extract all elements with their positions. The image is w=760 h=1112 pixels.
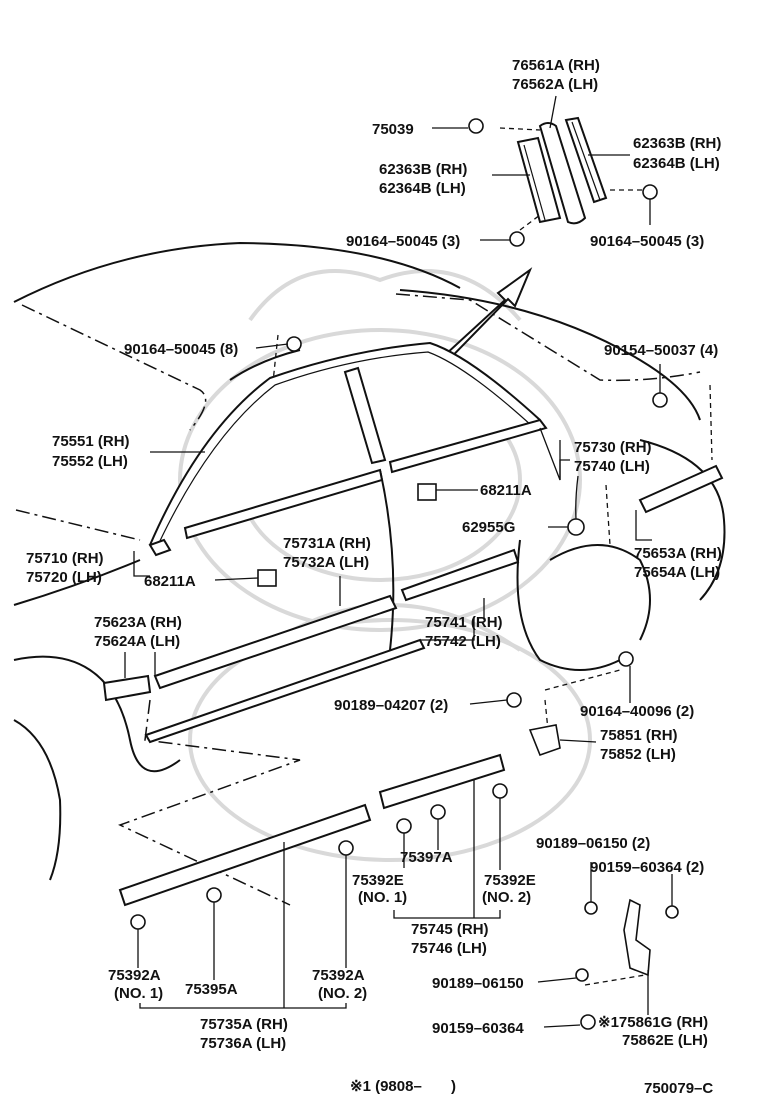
pillar-garnish-group — [468, 116, 658, 247]
label-75851: 75851 (RH) — [600, 727, 678, 744]
label-75392E-no1: (NO. 1) — [358, 889, 407, 906]
label-75392A-no1: (NO. 1) — [114, 985, 163, 1002]
label-75731A: 75731A (RH) — [283, 535, 371, 552]
part-labels: 76561A (RH) 76562A (LH) 75039 62363B (RH… — [26, 57, 722, 1052]
rear-door-moulding — [400, 548, 520, 602]
label-90154-50037: 90154–50037 (4) — [604, 342, 718, 359]
front-door-moulding — [153, 594, 398, 690]
label-68211A-lower: 68211A — [144, 573, 196, 590]
a-pillar — [229, 349, 301, 381]
bracket-75851 — [528, 724, 561, 757]
label-75861G: ※175861G (RH) — [598, 1014, 708, 1031]
window-frame-mouldings — [148, 341, 724, 557]
label-75742: 75742 (LH) — [425, 633, 501, 650]
label-90164-50045-left: 90164–50045 (3) — [346, 233, 460, 250]
label-75551: 75551 (RH) — [52, 433, 130, 450]
rear-wheel — [549, 544, 651, 641]
label-90164-50045-right: 90164–50045 (3) — [590, 233, 704, 250]
clip-75039 — [468, 118, 484, 134]
front-belt-moulding — [183, 468, 384, 540]
body-side-mouldings — [102, 548, 520, 907]
label-90189-06150-2: 90189–06150 (2) — [536, 835, 650, 852]
roof-drip-moulding — [149, 341, 541, 546]
front-wheel-arch — [13, 655, 181, 773]
label-62363B-right: 62363B (RH) — [633, 135, 721, 152]
vehicle-body-outline — [13, 241, 726, 881]
label-75653A: 75653A (RH) — [634, 545, 722, 562]
door-split-line — [379, 469, 395, 651]
label-75392E-2: 75392E — [484, 872, 536, 889]
rear-belt-moulding — [388, 418, 548, 474]
front-wheel — [13, 719, 62, 881]
label-90189-06150: 90189–06150 — [432, 975, 524, 992]
rocker-moulding-front — [118, 803, 372, 907]
label-75392A-no2: (NO. 2) — [318, 985, 367, 1002]
label-62364B-right: 62364B (LH) — [633, 155, 720, 172]
label-90159-60364-2: 90159–60364 (2) — [590, 859, 704, 876]
label-75862E: 75862E (LH) — [622, 1032, 708, 1049]
label-90159-60364: 90159–60364 — [432, 1020, 524, 1037]
rocker-moulding-rear — [378, 753, 506, 810]
rear-wheel-arch — [516, 539, 621, 671]
rear-quarter-line — [639, 439, 726, 601]
label-75852: 75852 (LH) — [600, 746, 676, 763]
label-75623A: 75623A (RH) — [94, 614, 182, 631]
label-75392E-no2: (NO. 2) — [482, 889, 531, 906]
quarter-moulding — [638, 464, 724, 514]
label-75039: 75039 — [372, 121, 414, 138]
bracket-75861G — [623, 898, 651, 977]
rear-deck-line — [399, 289, 701, 421]
label-90189-04207: 90189–04207 (2) — [334, 697, 448, 714]
footer-note: ※1 (9808– ) — [350, 1078, 456, 1095]
label-90164-50045-8: 90164–50045 (8) — [124, 341, 238, 358]
label-62363B-left: 62363B (RH) — [379, 161, 467, 178]
screw-upper-left — [509, 231, 525, 247]
rocker-panel-strip — [144, 638, 426, 744]
footer: ※1 (9808– ) 750079–C — [350, 1078, 713, 1097]
screw-upper-right — [642, 184, 658, 200]
fender-line — [13, 559, 141, 606]
label-75741: 75741 (RH) — [425, 614, 503, 631]
label-75730: 75730 (RH) — [574, 439, 652, 456]
label-75397A: 75397A — [400, 849, 453, 866]
label-75736A: 75736A (LH) — [200, 1035, 286, 1052]
label-75735A: 75735A (RH) — [200, 1016, 288, 1033]
label-75624A: 75624A (LH) — [94, 633, 180, 650]
label-75392A-2: 75392A — [312, 967, 365, 984]
label-75740: 75740 (LH) — [574, 458, 650, 475]
label-75720: 75720 (LH) — [26, 569, 102, 586]
label-75395A: 75395A — [185, 981, 238, 998]
dashed-guide-lines — [15, 127, 713, 986]
label-75732A: 75732A (LH) — [283, 554, 369, 571]
label-76562A: 76562A (LH) — [512, 76, 598, 93]
label-62364B-left: 62364B (LH) — [379, 180, 466, 197]
fender-moulding — [102, 674, 152, 702]
leader-lines — [124, 95, 673, 1028]
center-pillar-moulding — [343, 366, 387, 465]
label-75552: 75552 (LH) — [52, 453, 128, 470]
label-75392A-1: 75392A — [108, 967, 161, 984]
label-75654A: 75654A (LH) — [634, 564, 720, 581]
pillar-garnish-center — [538, 122, 587, 225]
label-90164-40096: 90164–40096 (2) — [580, 703, 694, 720]
roof-line — [13, 241, 461, 303]
label-62955G: 62955G — [462, 519, 515, 536]
label-75392E-1: 75392E — [352, 872, 404, 889]
label-75746: 75746 (LH) — [411, 940, 487, 957]
label-75710: 75710 (RH) — [26, 550, 104, 567]
moulding-end-cap — [148, 538, 172, 557]
diagram-code: 750079–C — [644, 1080, 713, 1097]
label-68211A-upper: 68211A — [480, 482, 532, 499]
label-75745: 75745 (RH) — [411, 921, 489, 938]
label-76561A: 76561A (RH) — [512, 57, 600, 74]
